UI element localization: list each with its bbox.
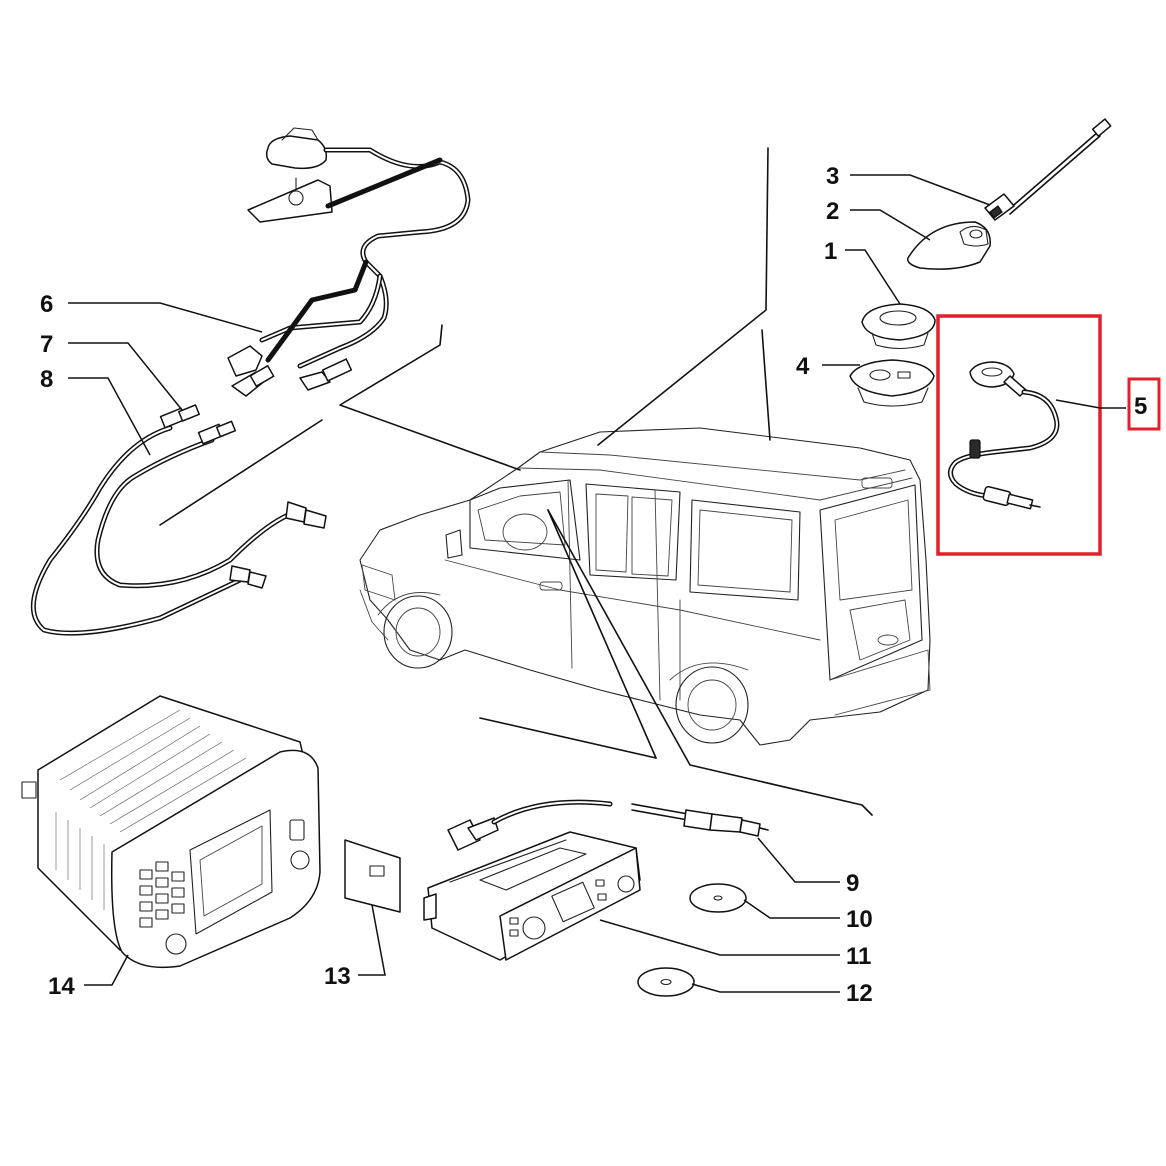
callout-4: 4 <box>796 353 810 380</box>
assembly-pointer-lines <box>159 147 873 816</box>
callout-5-frame <box>1127 377 1161 431</box>
highlight-frame <box>936 314 1102 556</box>
antenna-base <box>907 221 991 270</box>
navigation-unit <box>21 695 321 969</box>
callout-7: 7 <box>40 331 53 358</box>
callout-2: 2 <box>826 198 839 225</box>
vehicle-illustration <box>359 427 931 746</box>
callout-13: 13 <box>324 963 351 990</box>
extension-cables <box>30 404 327 636</box>
callout-labels: 3 2 1 4 5 6 7 8 9 10 11 12 13 14 <box>40 163 1147 1007</box>
washer-12 <box>637 967 695 997</box>
antenna-gasket <box>861 303 936 350</box>
callout-9: 9 <box>846 870 859 897</box>
callout-8: 8 <box>40 366 53 393</box>
washer-10 <box>689 883 747 913</box>
leader-lines <box>68 174 1126 993</box>
roof-antenna-mast <box>984 118 1112 221</box>
callout-14: 14 <box>48 973 75 1000</box>
callout-10: 10 <box>846 906 873 933</box>
radio-unit <box>423 799 641 961</box>
code-card <box>344 839 401 913</box>
callout-1: 1 <box>824 238 837 265</box>
callout-11: 11 <box>846 943 871 970</box>
antenna-adapter <box>631 803 769 837</box>
callout-12: 12 <box>846 980 873 1007</box>
callout-6: 6 <box>40 291 53 318</box>
callout-5: 5 <box>1134 393 1147 420</box>
antenna-cable-part-5 <box>948 361 1060 510</box>
antenna-seal <box>849 359 935 407</box>
callout-3: 3 <box>826 163 839 190</box>
antenna-harness <box>227 127 471 397</box>
